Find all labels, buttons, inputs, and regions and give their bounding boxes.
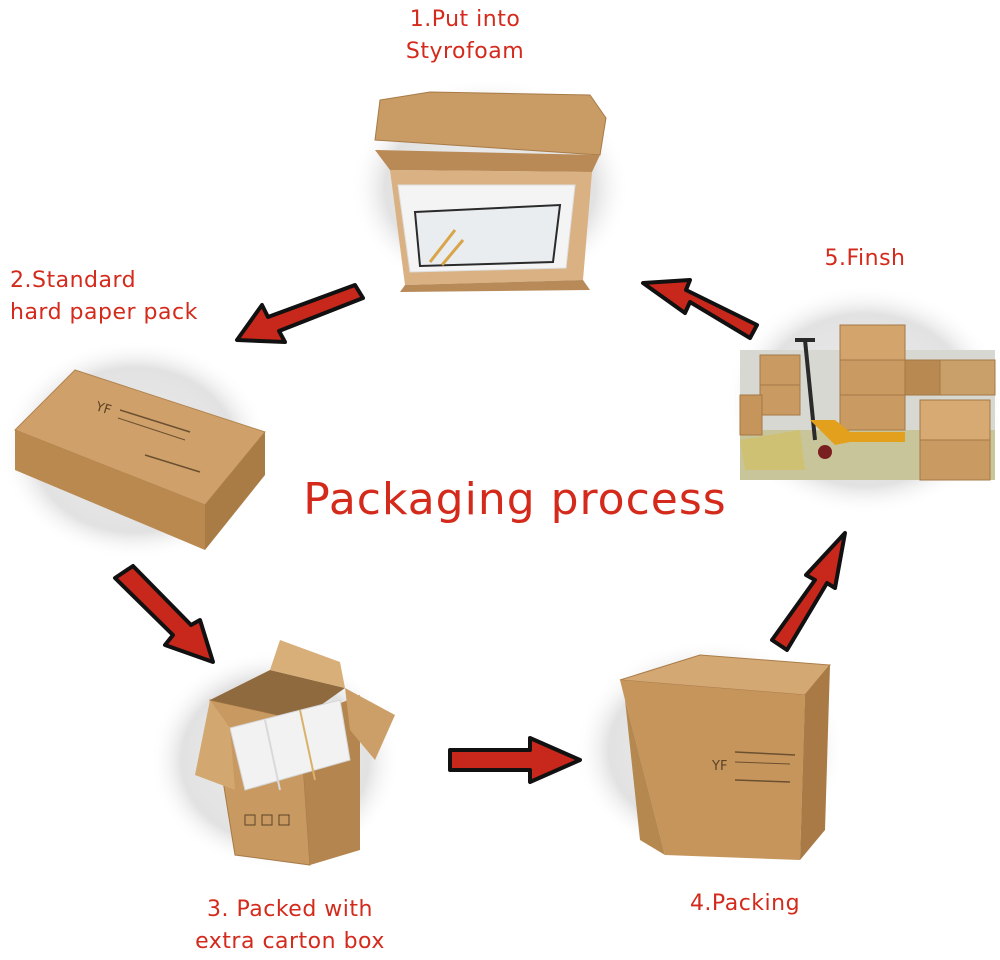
step5-label: 5.Finsh [790, 243, 940, 275]
diagram-title: Packaging process [303, 474, 727, 525]
arrow-step4-to-step5 [770, 531, 847, 652]
flat-kraft-box-icon: YF [14, 369, 266, 550]
step1-label-line1: 1.Put into [409, 7, 521, 32]
step1-label-line2: Styrofoam [405, 39, 525, 64]
arrow-step2-to-step3 [113, 564, 215, 664]
step1-photo [350, 78, 630, 298]
step5-photo [725, 285, 1000, 515]
sealed-carton-icon: YF [619, 654, 832, 860]
step4-label-line1: 4.Packing [689, 891, 801, 916]
arrow-step1-to-step2 [235, 283, 365, 344]
step3-label-line2: extra carton box [195, 929, 385, 954]
arrow-step3-to-step4 [448, 736, 582, 784]
step4-label: 4.Packing [660, 888, 830, 920]
arrow-step5-to-step1 [641, 278, 759, 340]
step2-label: 2.Standard hard paper pack [10, 265, 250, 329]
step3-label-line1: 3. Packed with [207, 897, 373, 922]
step3-photo [150, 640, 400, 870]
step3-label: 3. Packed with extra carton box [175, 894, 405, 958]
step2-label-line2: hard paper pack [10, 300, 198, 325]
open-box-with-panel-icon [374, 91, 607, 292]
warehouse-pallet-icon [739, 324, 996, 481]
step5-label-line1: 5.Finsh [824, 246, 906, 271]
open-carton-icon [195, 640, 395, 866]
step2-photo: YF [0, 340, 270, 560]
step4-photo: YF [575, 640, 845, 860]
step1-label: 1.Put into Styrofoam [370, 4, 560, 68]
svg-text:YF: YF [93, 399, 113, 418]
step2-label-line1: 2.Standard [10, 268, 137, 293]
svg-text:YF: YF [711, 759, 727, 774]
